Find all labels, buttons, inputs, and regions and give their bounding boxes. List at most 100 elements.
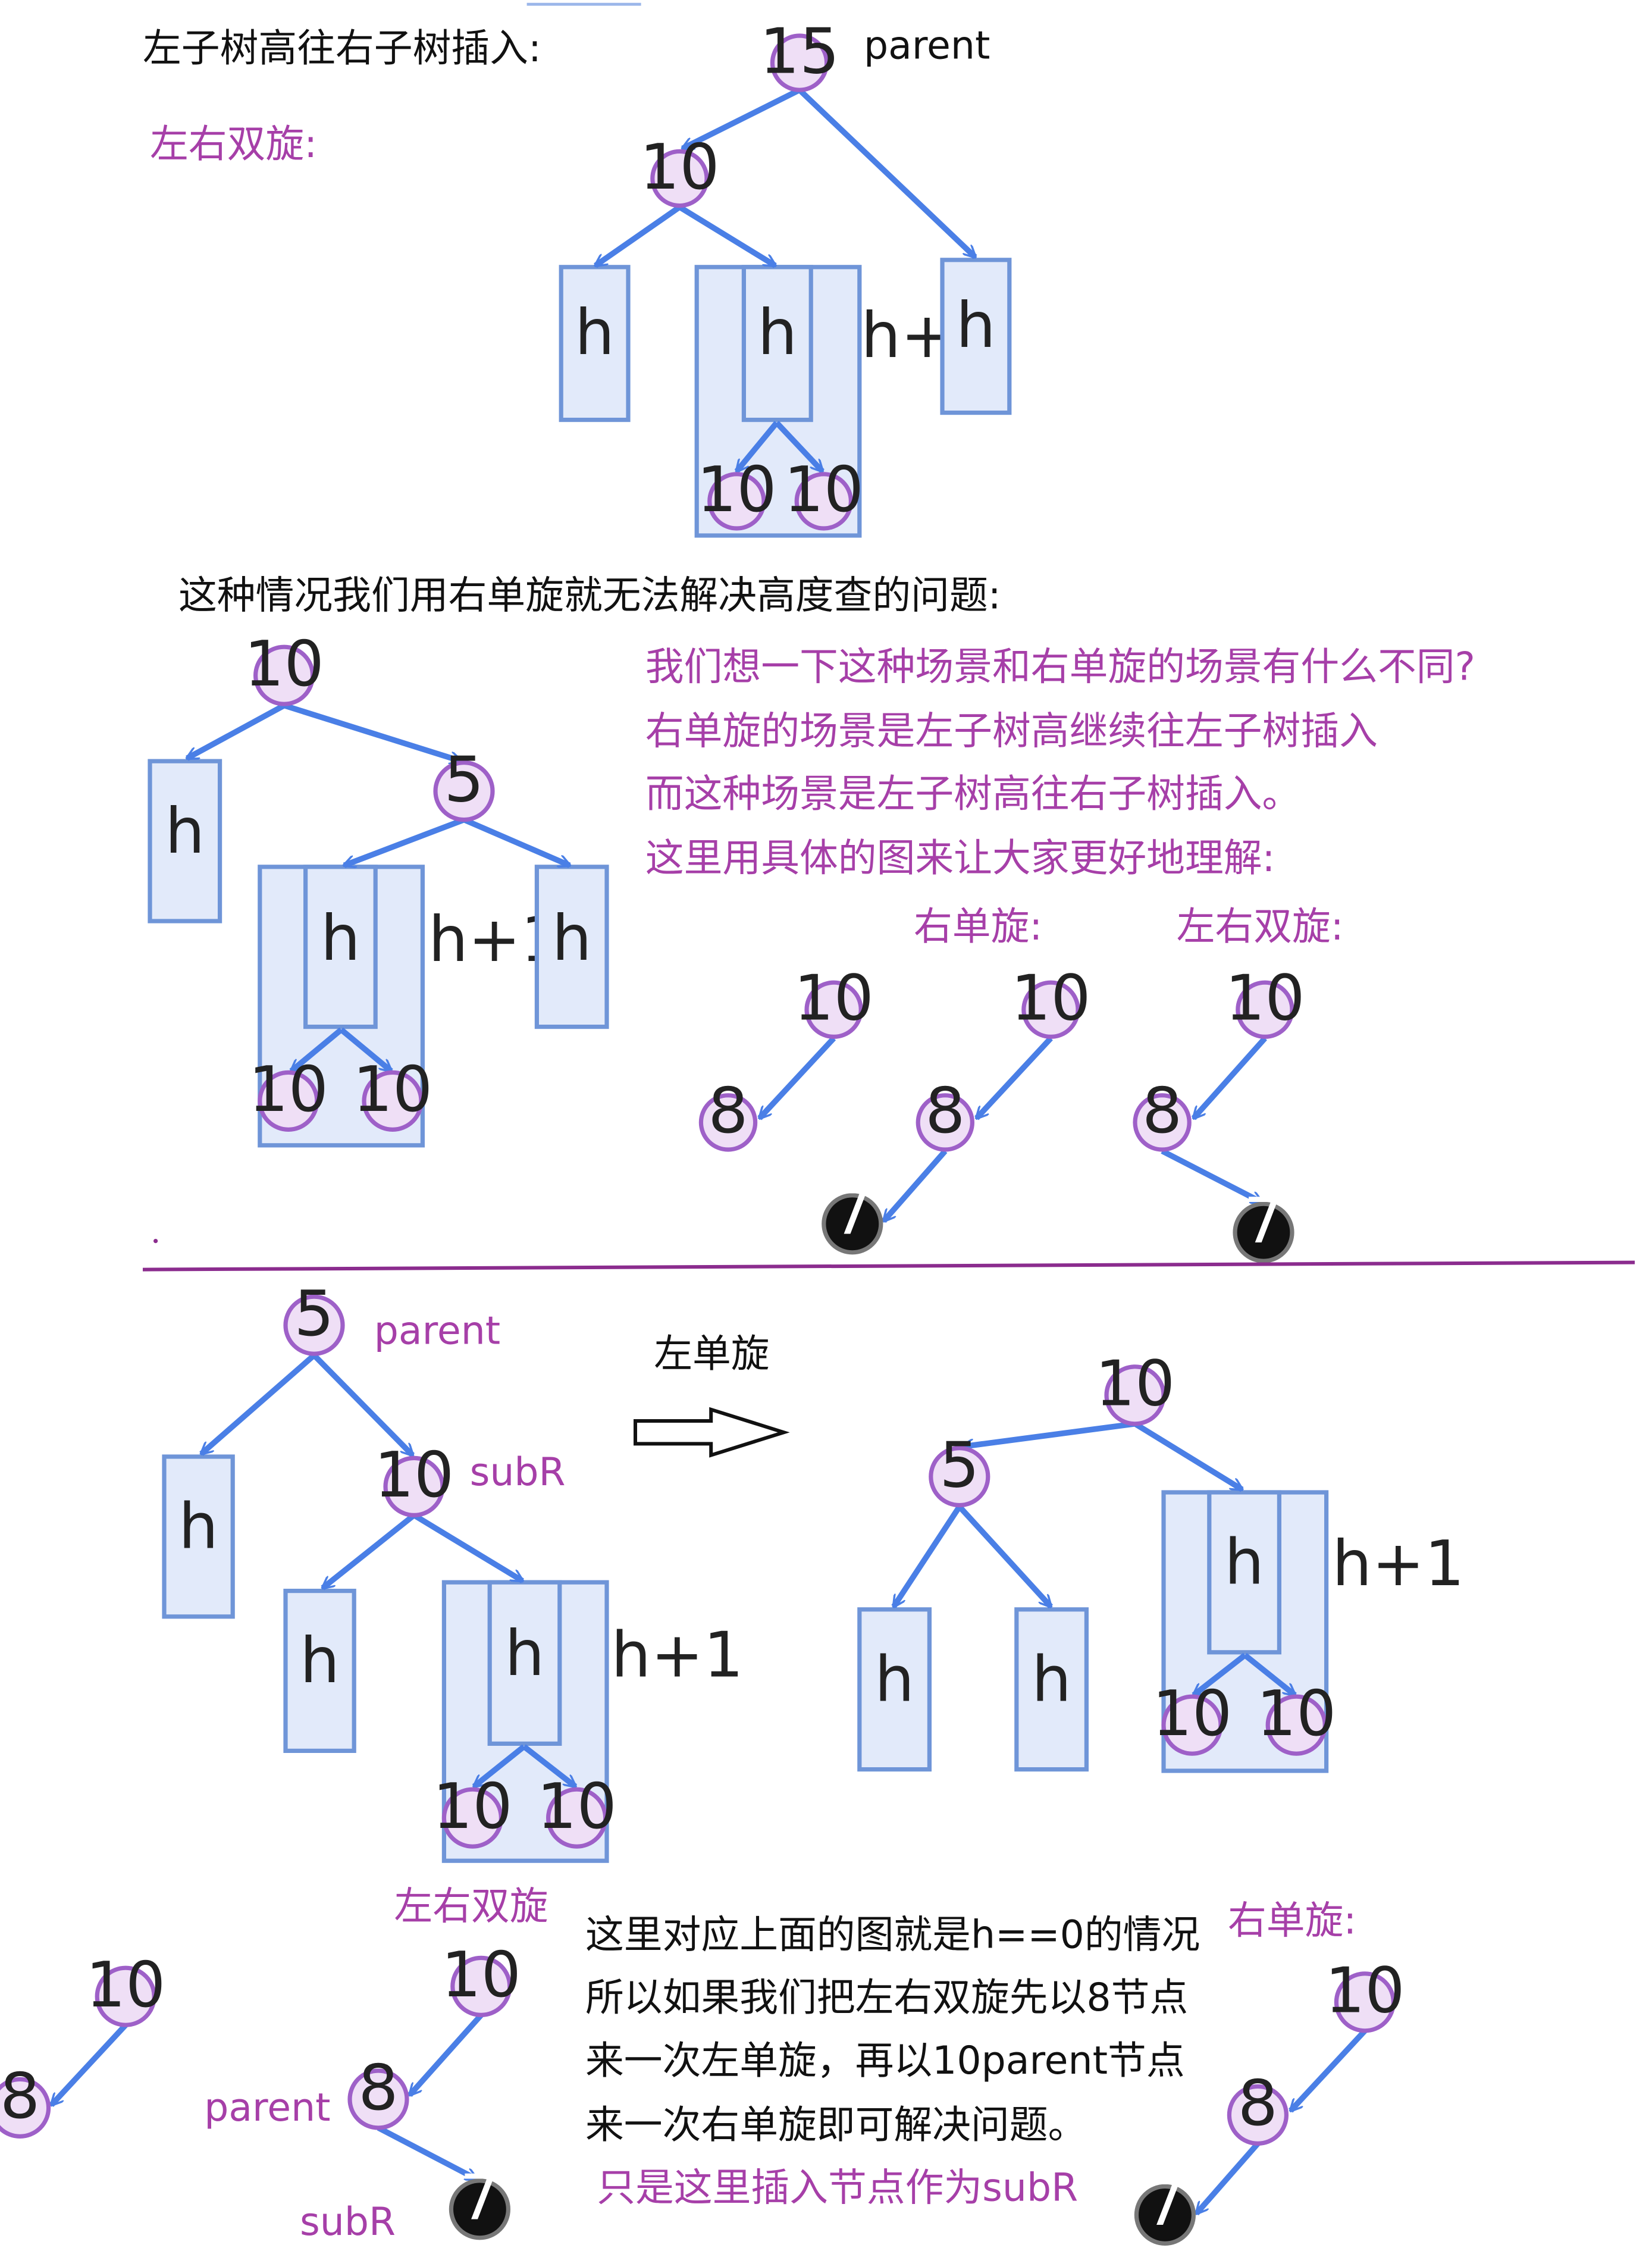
section-divider <box>142 1260 1635 1272</box>
node-f1-root-label: 10 <box>86 1948 165 2021</box>
node-c3-root <box>1236 980 1294 1040</box>
edge-b3 <box>344 817 465 866</box>
edge-d2 <box>312 1353 413 1455</box>
node-a-new1 <box>707 472 766 531</box>
node-c2-root-label: 10 <box>1011 962 1090 1035</box>
node-e-left <box>929 1446 990 1508</box>
subtree-e-left-label: h <box>874 1642 914 1715</box>
node-a-new1-label: 10 <box>697 453 776 526</box>
node-c3-child-label: 8 <box>1142 1074 1182 1147</box>
node-e-new1 <box>1161 1694 1223 1756</box>
edge-d6 <box>522 1744 575 1789</box>
node-c3-root-label: 10 <box>1225 962 1305 1035</box>
node-e-left-label: 5 <box>939 1428 979 1501</box>
subtree-a-left-label: h <box>575 296 615 369</box>
node-f2-root-label: 10 <box>441 1938 521 2011</box>
node-a-new2 <box>794 472 854 531</box>
edge-c2a <box>977 1036 1053 1118</box>
edge-a6 <box>775 421 823 471</box>
label-right-single-1: 右单旋: <box>914 904 1042 949</box>
node-d-subR-label: 10 <box>374 1438 454 1511</box>
node-d-new1-label: 10 <box>432 1770 512 1843</box>
edge-a1 <box>682 87 801 151</box>
subtree-d-left <box>162 1454 235 1619</box>
label-left-right-double-1: 左右双旋: <box>150 122 317 167</box>
edge-b1 <box>187 703 286 761</box>
node-e-root-label: 10 <box>1095 1347 1175 1420</box>
edge-e6 <box>1243 1652 1295 1695</box>
node-b-root <box>253 644 315 706</box>
node-e-new1-label: 10 <box>1152 1677 1232 1750</box>
edge-c3a <box>1193 1036 1267 1118</box>
stray-dot <box>153 1239 158 1244</box>
explain-line-4: 这里用具体的图来让大家更好地理解: <box>645 836 1275 881</box>
edge-b6 <box>339 1027 391 1071</box>
subtree-e-right-height: h+1 <box>1332 1527 1465 1600</box>
node-e-new2 <box>1265 1694 1327 1756</box>
node-d-new1 <box>441 1787 504 1849</box>
edge-c3b <box>1161 1148 1262 1206</box>
node-f2-root <box>450 1955 512 2018</box>
edge-a3 <box>595 205 682 268</box>
node-c1-child <box>698 1093 758 1152</box>
node-f2-child <box>347 2068 409 2130</box>
subtree-d-right-label: h <box>505 1617 545 1690</box>
edge-d4 <box>412 1513 522 1583</box>
rotate-arrow-icon <box>634 1407 790 1458</box>
node-b-new1 <box>258 1070 319 1132</box>
label-left-single: 左单旋 <box>654 1332 769 1376</box>
subtree-d-left-label: h <box>178 1490 218 1563</box>
edge-e4 <box>957 1504 1051 1607</box>
heading-left-tree: 左子树高往右子树插入: <box>143 26 541 71</box>
subtree-a-mid-label: h <box>757 296 797 369</box>
label-subR-mid: subR <box>470 1450 566 1495</box>
subtree-e-right-label: h <box>1224 1526 1264 1599</box>
edge-b4 <box>463 817 570 868</box>
edge-g1 <box>1291 2028 1367 2111</box>
explain-line-3: 而这种场景是左子树高往右子树插入。 <box>645 772 1301 816</box>
node-b-root-label: 10 <box>244 627 324 700</box>
subtree-a-right-label: h <box>956 289 996 362</box>
node-b-new2-label: 10 <box>353 1053 432 1126</box>
node-f2-new-label: 7 <box>460 2161 500 2234</box>
node-f2-child-label: 8 <box>358 2051 398 2124</box>
node-c3-new-label: 7 <box>1243 1184 1283 1257</box>
subtree-b-mid-inner <box>303 865 378 1029</box>
edge-f2b <box>377 2125 477 2182</box>
node-f1-child-label: 8 <box>0 2059 40 2133</box>
node-e-root <box>1104 1364 1166 1426</box>
node-c3-new <box>1233 1201 1294 1263</box>
heading-cannot-solve: 这种情况我们用右单旋就无法解决高度查的问题: <box>178 573 1001 618</box>
edge-e2 <box>1133 1421 1242 1492</box>
subtree-e-right-inner <box>1207 1490 1282 1655</box>
edge-f1 <box>51 2023 128 2105</box>
explain-line-5: 这里对应上面的图就是h==0的情况 <box>585 1913 1200 1958</box>
label-parent-bottom: parent <box>204 2086 330 2130</box>
subtree-d-mid <box>283 1589 356 1754</box>
edge-a5 <box>736 421 779 471</box>
node-f2-new <box>449 2178 511 2240</box>
edge-e3 <box>891 1505 962 1607</box>
node-b-new2 <box>362 1070 424 1132</box>
edge-a2 <box>797 87 975 257</box>
explain-line-8: 来一次右单旋即可解决问题。 <box>585 2103 1086 2147</box>
subtree-a-right <box>940 258 1012 415</box>
explain-line-7: 来一次左单旋，再以10parent节点 <box>585 2039 1185 2083</box>
edge-c2b <box>884 1149 948 1221</box>
edge-d5 <box>474 1744 526 1786</box>
node-a-root <box>770 33 829 92</box>
node-a-left <box>650 149 709 208</box>
node-b-new1-label: 10 <box>249 1053 328 1126</box>
explain-line-1: 我们想一下这种场景和右单旋的场景有什么不同? <box>645 644 1475 689</box>
label-parent-mid: parent <box>374 1308 500 1353</box>
node-a-root-label: 15 <box>760 14 839 87</box>
subtree-b-right <box>534 865 609 1029</box>
edge-g2 <box>1196 2142 1261 2214</box>
subtree-d-right-inner <box>487 1580 562 1746</box>
subtree-d-right-height: h+1 <box>611 1618 744 1692</box>
edge-e5 <box>1193 1652 1247 1698</box>
label-left-right-double-2: 左右双旋: <box>1177 904 1344 949</box>
node-d-root <box>283 1294 345 1356</box>
node-g-root <box>1334 1971 1396 2033</box>
